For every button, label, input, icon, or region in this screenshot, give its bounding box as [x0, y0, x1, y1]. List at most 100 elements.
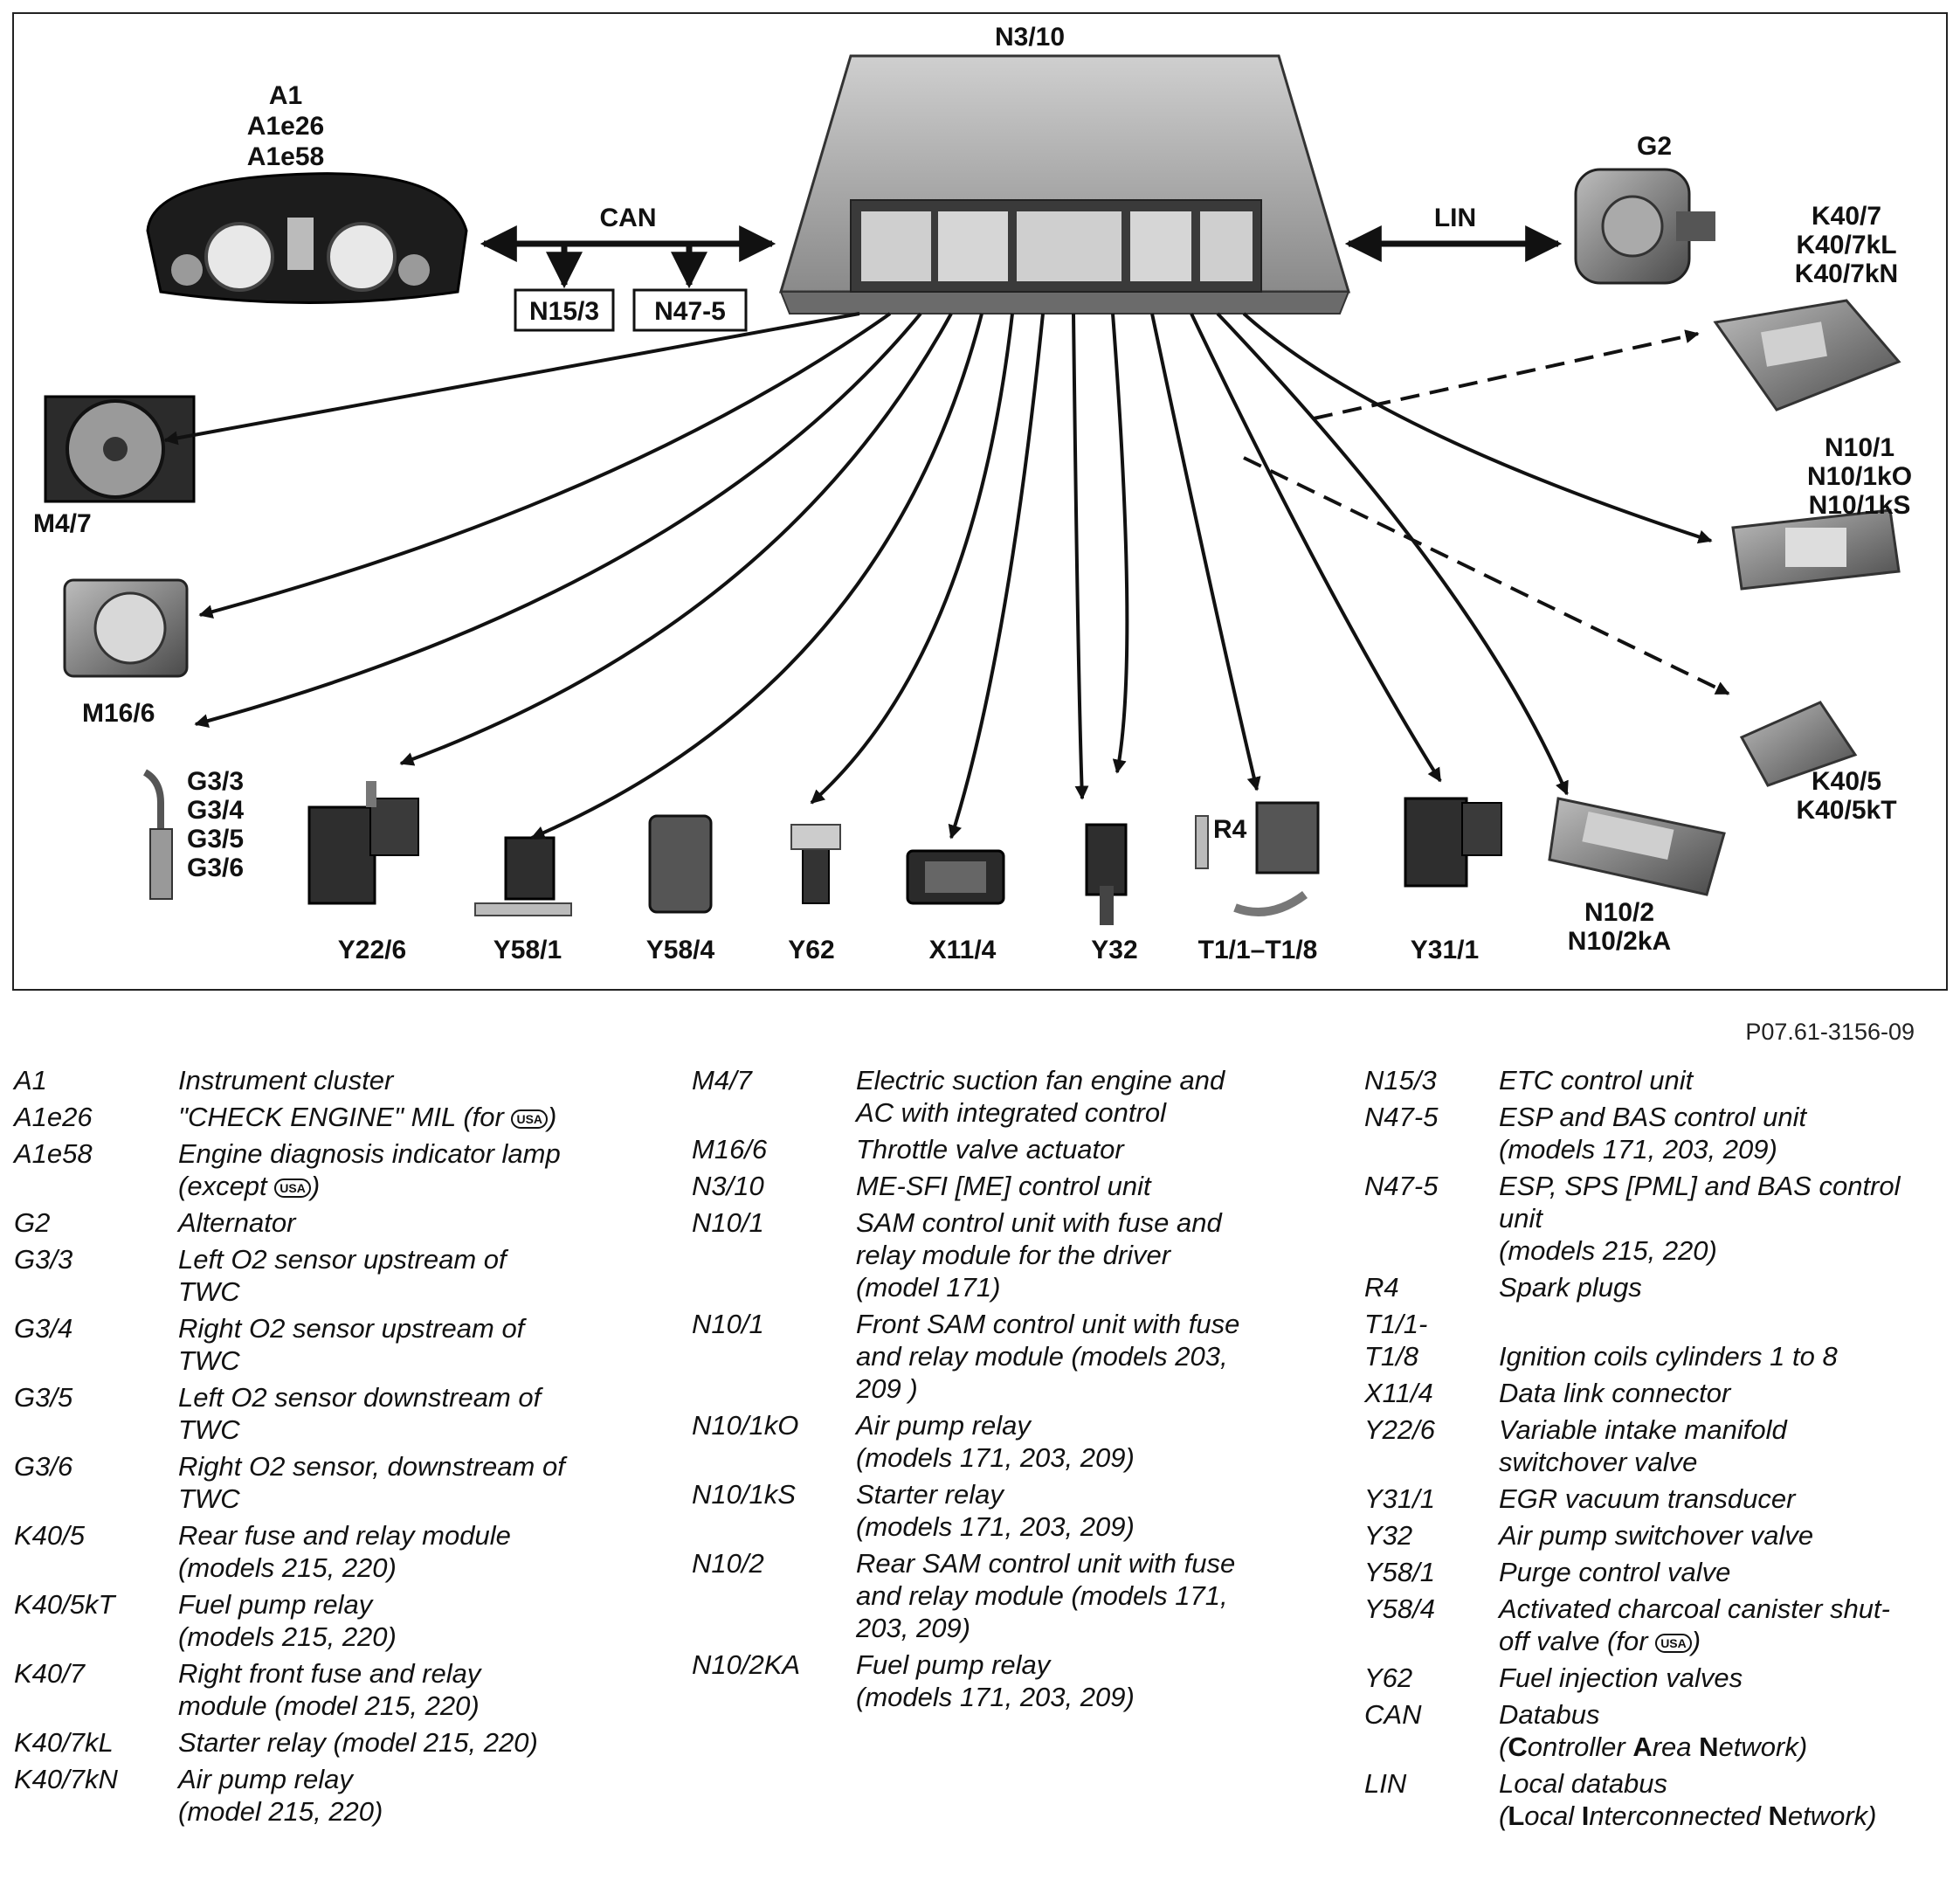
legend-description-text: Purge control valve	[1499, 1557, 1731, 1587]
legend-description: ESP, SPS [PML] and BAS control unit (mod…	[1499, 1170, 1958, 1267]
legend-description-text: Right O2 sensor, downstream of TWC	[178, 1451, 565, 1514]
legend-description-text: ME-SFI [ME] control unit	[856, 1171, 1151, 1201]
legend-row: T1/1- T1/8 Ignition coils cylinders 1 to…	[1364, 1308, 1958, 1372]
wiring-diagram: N3/10 A1 A1e26 A1e58 CAN N15/3 N47-5 LIN…	[33, 23, 1912, 964]
legend-description: Alternator	[178, 1206, 643, 1239]
acronym-word-rest: ontroller	[1527, 1731, 1633, 1762]
acronym-letter: C	[1508, 1731, 1528, 1762]
spark-plug-icon	[1195, 815, 1209, 869]
usa-badge-icon: USA	[274, 1178, 311, 1198]
legend-description: Electric suction fan engine and AC with …	[856, 1064, 1321, 1129]
legend-description: Left O2 sensor downstream of TWC	[178, 1381, 643, 1446]
legend-description-text: ESP and BAS control unit (models 171, 20…	[1499, 1102, 1807, 1165]
n10-2-module-icon	[1548, 797, 1726, 896]
legend-description: "CHECK ENGINE" MIL (for USA)	[178, 1101, 643, 1133]
legend-description: ESP and BAS control unit (models 171, 20…	[1499, 1101, 1958, 1165]
legend-code: K40/5	[14, 1520, 86, 1551]
legend-code: R4	[1364, 1272, 1399, 1303]
legend-description: Right O2 sensor upstream of TWC	[178, 1312, 643, 1377]
legend-description-text: Spark plugs	[1499, 1272, 1642, 1303]
legend-description-text: Rear SAM control unit with fuse and rela…	[856, 1548, 1236, 1643]
label-y58-4: Y58/4	[646, 936, 715, 964]
legend-code: Y62	[1364, 1662, 1413, 1693]
acronym-word-rest: nterconnected	[1589, 1801, 1769, 1831]
acronym-letter: L	[1508, 1801, 1525, 1831]
legend-description-text: Left O2 sensor downstream of TWC	[178, 1382, 542, 1445]
legend-description-text: Electric suction fan engine and AC with …	[856, 1065, 1225, 1128]
legend-code: G3/3	[14, 1244, 73, 1275]
ecu-label: N3/10	[995, 23, 1065, 52]
lin-label: LIN	[1434, 204, 1476, 232]
legend-code: CAN	[1364, 1699, 1422, 1730]
dashed-connection-lines	[1243, 329, 1730, 695]
legend-description-suffix: )	[548, 1102, 557, 1132]
label-y31-1: Y31/1	[1411, 936, 1479, 964]
legend-description: Air pump switchover valve	[1499, 1519, 1958, 1552]
legend-description: ME-SFI [ME] control unit	[856, 1170, 1321, 1202]
legend-description: Starter relay (model 215, 220)	[178, 1726, 643, 1759]
legend-description-text: Right O2 sensor upstream of TWC	[178, 1313, 525, 1376]
legend-description: Instrument cluster	[178, 1064, 643, 1096]
legend-description-text: Data link connector	[1499, 1378, 1731, 1408]
o2-label-g3-6: G3/6	[187, 854, 244, 882]
legend-code: N10/1kO	[692, 1410, 799, 1441]
legend-code: N47-5	[1364, 1102, 1439, 1132]
legend-description-text: Local databus	[1499, 1768, 1668, 1799]
spark-plug-label: R4	[1213, 815, 1247, 844]
legend-description-text: Fuel pump relay (models 171, 203, 209)	[856, 1649, 1135, 1712]
legend-code: Y58/4	[1364, 1593, 1436, 1624]
legend-description: Spark plugs	[1499, 1271, 1958, 1303]
label-x11-4: X11/4	[929, 936, 997, 964]
acronym-word-rest: ocal	[1524, 1801, 1582, 1831]
label-y58-1: Y58/1	[493, 936, 562, 964]
legend-row: CAN Databus(Controller Area Network)	[1364, 1698, 1958, 1763]
alternator-icon	[1574, 168, 1715, 285]
acronym-letter: N	[1699, 1731, 1719, 1762]
legend-description: Activated charcoal canister shut- off va…	[1499, 1593, 1958, 1657]
legend-description-text: Activated charcoal canister shut- off va…	[1499, 1593, 1890, 1656]
legend-code: T1/1- T1/8	[1364, 1309, 1428, 1372]
legend-expansion: (Controller Area Network)	[1499, 1731, 1808, 1762]
n47-5-box	[632, 288, 748, 332]
legend-code: A1	[14, 1065, 47, 1096]
legend-description-text: Variable intake manifold switchover valv…	[1499, 1414, 1787, 1477]
legend-description-text: Starter relay (models 171, 203, 209)	[856, 1479, 1135, 1542]
legend-description: Databus(Controller Area Network)	[1499, 1698, 1958, 1763]
n10-1ko-label: N10/1kO	[1807, 462, 1912, 491]
legend-code: N15/3	[1364, 1065, 1437, 1096]
throttle-label: M16/6	[82, 699, 155, 728]
n10-1-module-icon	[1731, 508, 1901, 591]
legend-description-text: Rear fuse and relay module (models 215, …	[178, 1520, 511, 1583]
y58-4-valve-icon	[648, 814, 713, 914]
legend-code: N10/1kS	[692, 1479, 796, 1510]
legend-code: G3/6	[14, 1451, 73, 1482]
legend-description: Air pump relay (model 215, 220)	[178, 1763, 643, 1828]
legend-description-suffix: )	[310, 1171, 321, 1201]
legend-code: N10/1	[692, 1309, 764, 1339]
acronym-word-rest: etwork	[1787, 1801, 1868, 1831]
cluster-label-a1e58: A1e58	[247, 142, 324, 171]
legend-description: Fuel pump relay (models 215, 220)	[178, 1588, 643, 1653]
legend-code: LIN	[1364, 1768, 1407, 1799]
acronym-word-rest: rea	[1652, 1731, 1700, 1762]
legend-code: G3/5	[14, 1382, 73, 1413]
can-label: CAN	[600, 204, 657, 232]
k40-7kl-label: K40/7kL	[1796, 231, 1896, 259]
acronym-word-rest: etwork	[1718, 1731, 1798, 1762]
legend-code: K40/7	[14, 1658, 86, 1689]
legend-description-text: Throttle valve actuator	[856, 1134, 1124, 1165]
acronym-letter: N	[1768, 1801, 1788, 1831]
fan-icon	[44, 395, 196, 503]
diagram-frame	[12, 12, 1948, 991]
